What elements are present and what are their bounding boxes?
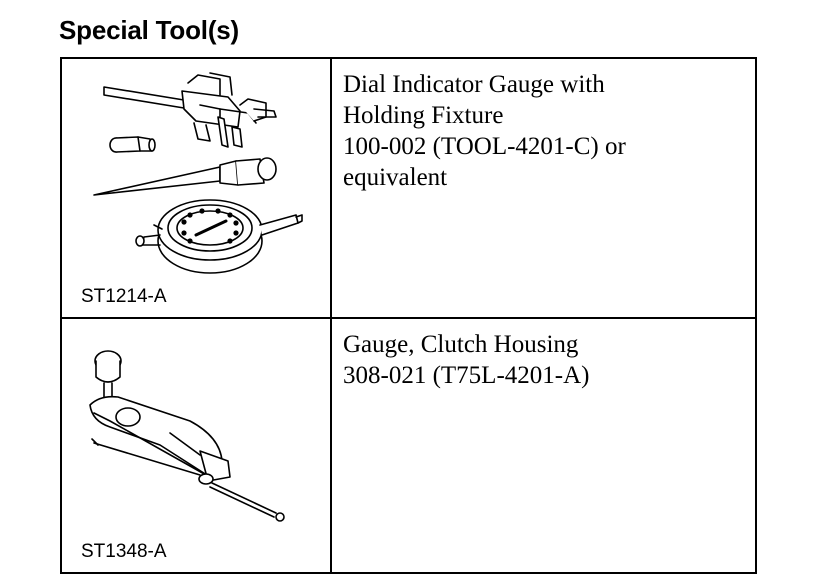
tool-description-line: equivalent (343, 164, 448, 191)
tool-description-line: Gauge, Clutch Housing (343, 331, 579, 358)
tool-description-line: Dial Indicator Gauge with (343, 71, 605, 98)
dial-indicator-gauge-icon (93, 72, 303, 274)
tool-description-cell: Dial Indicator Gauge with Holding Fixtur… (330, 57, 757, 319)
clutch-housing-gauge-icon (89, 350, 285, 522)
special-tools-table: ST1214-A Dial Indicator Gauge with Holdi… (60, 57, 757, 574)
tool-description-line: Holding Fixture (343, 102, 504, 129)
tool-description-line: 100-002 (TOOL-4201-C) or (343, 133, 626, 160)
tool-id: ST1214-A (81, 286, 167, 307)
tool-description-cell: Gauge, Clutch Housing 308-021 (T75L-4201… (330, 317, 757, 574)
tool-id: ST1348-A (81, 541, 167, 562)
tool-image-cell: ST1214-A (60, 57, 332, 319)
table-row: ST1348-A Gauge, Clutch Housing 308-021 (… (60, 317, 757, 574)
tool-description: Dial Indicator Gauge with Holding Fixtur… (343, 69, 626, 193)
table-row: ST1214-A Dial Indicator Gauge with Holdi… (60, 57, 757, 319)
tool-image-cell: ST1348-A (60, 317, 332, 574)
page-title: Special Tool(s) (59, 15, 239, 45)
tool-description: Gauge, Clutch Housing 308-021 (T75L-4201… (343, 329, 589, 391)
tool-description-line: 308-021 (T75L-4201-A) (343, 362, 590, 389)
